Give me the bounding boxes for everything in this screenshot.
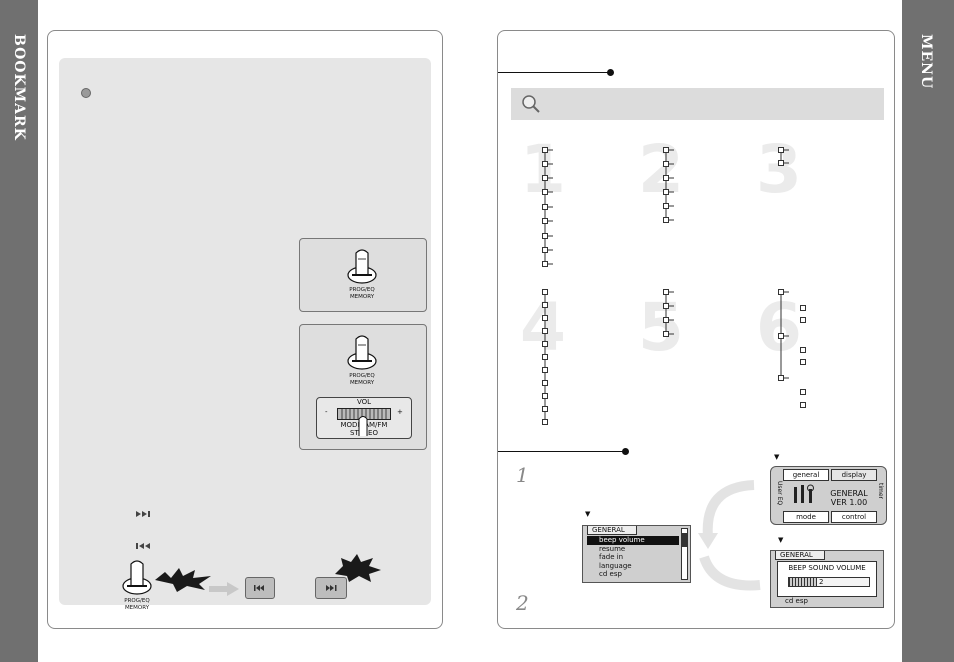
vol-minus-label: - [325, 408, 328, 416]
tab-mode[interactable]: mode [783, 511, 829, 523]
list-item[interactable]: beep volume [587, 536, 679, 545]
tab-general[interactable]: general [783, 469, 829, 481]
menu-tree-6 [778, 289, 806, 408]
beep-volume-dialog: BEEP SOUND VOLUME 2 [777, 561, 877, 597]
list-item[interactable]: language [599, 561, 632, 570]
bookmark-panel: PROG/EQ MEMORY PROG/EQ MEMORY VOL - + [47, 30, 443, 629]
divider-dot [607, 69, 614, 76]
general-settings-screen: general display User EQ timer GENERAL VE… [770, 466, 887, 525]
magnifier-icon [522, 95, 540, 113]
bookmark-content-box: PROG/EQ MEMORY PROG/EQ MEMORY VOL - + [59, 58, 431, 611]
menu-number-2: 2 [638, 131, 684, 208]
step-number-2: 2 [516, 591, 529, 615]
prog-eq-label: PROG/EQ MEMORY [349, 373, 375, 386]
menu-panel: 1 2 3 4 5 6 [497, 30, 895, 629]
burst-icon [335, 554, 381, 582]
pointer-marker-icon: ▼ [778, 536, 784, 544]
arrow-right-icon [209, 582, 239, 596]
beep-volume-value: 2 [819, 578, 824, 586]
tools-icon [794, 484, 814, 503]
menu-item-list: beep volume resume fade in language cd e… [587, 536, 679, 579]
divider-dot [622, 448, 629, 455]
tab-user-eq[interactable]: User EQ [776, 481, 783, 506]
pressing-hand-icon [122, 560, 152, 595]
burst-icon [155, 568, 211, 592]
beep-volume-fill [789, 578, 817, 586]
list-header-tab: GENERAL [587, 526, 637, 535]
vol-plus-label: + [397, 408, 403, 416]
list-item[interactable]: cd esp [599, 570, 622, 578]
prog-eq-button-illustration: PROG/EQ MEMORY [299, 238, 427, 312]
section-divider [498, 451, 624, 452]
menu-search-bar [511, 88, 884, 120]
menu-number-6: 6 [756, 289, 802, 366]
tab-timer[interactable]: timer [877, 483, 884, 500]
prog-eq-label: PROG/EQ MEMORY [349, 287, 375, 300]
menu-tree-5 [663, 289, 674, 337]
beep-header-tab: GENERAL [775, 551, 825, 560]
menu-tree-2 [663, 147, 674, 223]
prog-eq-volume-illustration: PROG/EQ MEMORY VOL - + MODE/AM/FM S [299, 324, 427, 450]
bookmark-sidebar: BOOKMARK [0, 0, 38, 662]
tab-display[interactable]: display [831, 469, 877, 481]
bookmark-section-label: BOOKMARK [11, 34, 27, 141]
cycle-arrows-icon [698, 480, 761, 591]
pointer-marker-icon: ▼ [774, 453, 780, 461]
menu-number-5: 5 [638, 289, 684, 366]
finger-icon [358, 416, 368, 436]
bullet-icon [81, 88, 91, 98]
vol-label: VOL [357, 398, 372, 406]
pressing-hand-icon [347, 249, 377, 284]
version-text: VER 1.00 [830, 498, 868, 507]
menu-tree-1 [542, 147, 553, 267]
beep-footer-item[interactable]: cd esp [785, 597, 808, 605]
menu-tree-3 [778, 147, 789, 166]
skip-forward-icon [326, 585, 337, 591]
pressing-hand-icon [347, 335, 377, 370]
skip-back-icon [254, 585, 264, 591]
section-divider [498, 72, 610, 73]
skip-back-button-illustration [245, 577, 275, 599]
step-number-1: 1 [516, 463, 529, 487]
skip-back-small-icon [136, 543, 150, 549]
beep-volume-screen: GENERAL BEEP SOUND VOLUME 2 cd esp [770, 550, 884, 608]
beep-volume-title: BEEP SOUND VOLUME [788, 564, 866, 572]
screen-title: GENERAL [830, 489, 868, 498]
general-menu-list-screen: GENERAL beep volume resume fade in langu… [582, 525, 691, 583]
skip-forward-small-icon [136, 511, 150, 517]
pointer-marker-icon: ▼ [585, 510, 591, 518]
volume-control-box: VOL - + MODE/AM/FM STEREO [316, 397, 412, 439]
list-scrollbar[interactable] [681, 528, 688, 580]
menu-sidebar: MENU [902, 0, 954, 662]
tab-control[interactable]: control [831, 511, 877, 523]
menu-section-label: MENU [918, 34, 934, 90]
scrollbar-thumb[interactable] [682, 533, 687, 547]
prog-eq-label: PROG/EQ MEMORY [124, 598, 150, 611]
beep-volume-slider[interactable]: 2 [788, 577, 870, 587]
menu-tree-4 [542, 289, 548, 425]
skip-forward-button-illustration [315, 577, 347, 599]
list-item[interactable]: fade in [599, 553, 624, 561]
list-item[interactable]: resume [599, 544, 626, 553]
